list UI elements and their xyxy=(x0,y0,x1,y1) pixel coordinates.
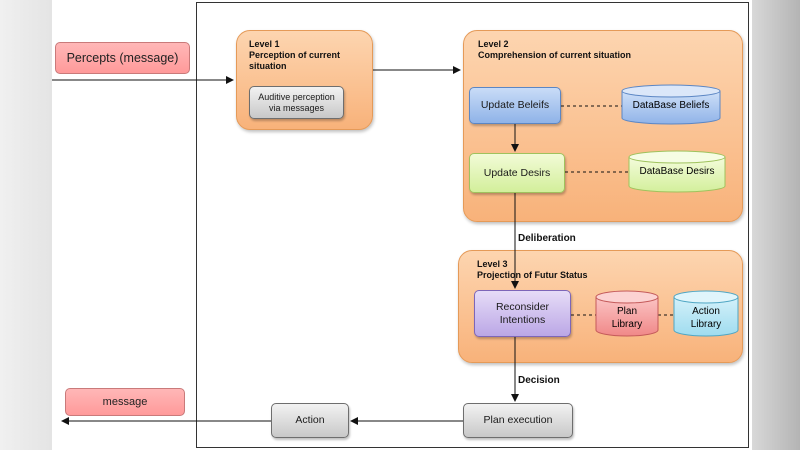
level2-heading: Level 2 Comprehension of current situati… xyxy=(478,39,631,61)
database-beliefs-label: DataBase Beliefs xyxy=(632,100,710,111)
auditive-perception-node: Auditive perception via messages xyxy=(249,86,344,119)
output-message-node: message xyxy=(65,388,185,416)
database-desirs-label: DataBase Desirs xyxy=(639,166,715,177)
deliberation-label: Deliberation xyxy=(518,233,576,244)
database-beliefs-cylinder xyxy=(621,84,721,125)
level2-title: Level 2 xyxy=(478,39,509,49)
right-margin xyxy=(752,0,800,450)
action-node: Action xyxy=(271,403,349,438)
level1-heading: Level 1 Perception of current situation xyxy=(249,39,359,72)
database-desirs-cylinder xyxy=(628,150,726,193)
plan-library-cylinder xyxy=(595,290,659,337)
level1-title: Level 1 xyxy=(249,39,280,49)
action-library-label: Action Library xyxy=(690,306,722,330)
left-margin xyxy=(0,0,52,450)
level3-subtitle: Projection of Futur Status xyxy=(477,270,588,280)
plan-library-label: Plan Library xyxy=(611,306,643,330)
percepts-message-node: Percepts (message) xyxy=(55,42,190,74)
update-desirs-node: Update Desirs xyxy=(469,153,565,193)
reconsider-intentions-node: Reconsider Intentions xyxy=(474,290,571,337)
decision-label: Decision xyxy=(518,375,560,386)
level1-subtitle: Perception of current situation xyxy=(249,50,341,71)
action-library-cylinder xyxy=(673,290,739,337)
plan-execution-node: Plan execution xyxy=(463,403,573,438)
level2-subtitle: Comprehension of current situation xyxy=(478,50,632,60)
level3-title: Level 3 xyxy=(477,259,508,269)
level3-heading: Level 3 Projection of Futur Status xyxy=(477,259,588,281)
update-beliefs-node: Update Beleifs xyxy=(469,87,561,124)
